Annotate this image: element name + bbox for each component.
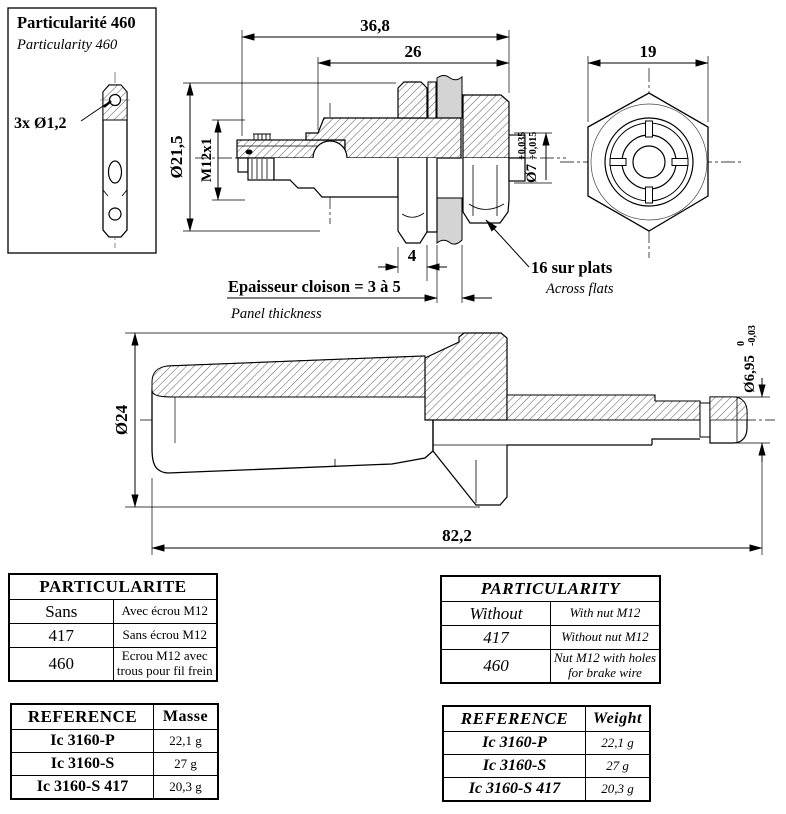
dim-82-2-label: 82,2 (442, 526, 472, 545)
part-desc: Avec écrou M12 (112, 599, 218, 624)
panel-upper (436, 75, 463, 119)
ref-cell: Ic 3160-S 417 (10, 775, 154, 800)
table-particularity-en: PARTICULARITY Without With nut M12 417 W… (440, 575, 661, 684)
weight-cell: 27 g (585, 754, 651, 778)
part-desc: Nut M12 with holes for brake wire (550, 649, 661, 684)
dim-m12x1-label: M12x1 (199, 138, 215, 182)
mass-cell: 22,1 g (153, 729, 219, 753)
table-row: Ic 3160-S 27 g (10, 752, 219, 776)
dim-4 (378, 245, 447, 281)
dim-panel-thickness (227, 245, 492, 303)
bottom-side-view: Ø24 Ø6,95 0 -0,03 82,2 (112, 325, 775, 555)
dim-d7-tol-upper: +0,035 (517, 132, 528, 160)
table-header-row: REFERENCE Masse (10, 703, 219, 730)
top-section-view: 36,8 26 Ø21,5 M12x1 4 (167, 16, 614, 322)
ref-cell: Ic 3160-P (442, 731, 586, 755)
dim-d7-tol-lower: +0,015 (528, 132, 539, 160)
part-desc: Ecrou M12 avec trous pour fil frein (112, 647, 218, 682)
ref-col-header: REFERENCE (442, 705, 586, 732)
ref-cell: Ic 3160-S (442, 754, 586, 778)
panel-note-fr: Epaisseur cloison = 3 à 5 (228, 277, 401, 296)
table-particularite-fr: PARTICULARITE Sans Avec écrou M12 417 Sa… (8, 573, 218, 682)
dim-d695-tol-lower: -0,03 (747, 325, 758, 346)
ref-cell: Ic 3160-S 417 (442, 777, 586, 802)
dim-26-label: 26 (405, 42, 422, 61)
dim-d695: Ø6,95 0 -0,03 (735, 325, 770, 462)
dim-d7: Ø7 +0,035 +0,015 (514, 132, 552, 184)
across-flats-leader (485, 219, 530, 268)
mass-cell: 27 g (153, 752, 219, 776)
inset-title-en: Particularity 460 (16, 37, 118, 53)
part-code: Without (440, 601, 551, 626)
part-desc: Without nut M12 (550, 625, 661, 650)
table-row: Without With nut M12 (440, 601, 661, 626)
mass-col-header: Masse (153, 703, 219, 730)
table-row: Ic 3160-P 22,1 g (442, 731, 651, 755)
table-row: 460 Nut M12 with holes for brake wire (440, 649, 661, 684)
table-row: Ic 3160-S 27 g (442, 754, 651, 778)
part-desc: Sans écrou M12 (112, 623, 218, 648)
inset-particularity-460: Particularité 460 Particularity 460 3x Ø… (7, 7, 157, 254)
ref-cell: Ic 3160-P (10, 729, 154, 753)
hex-nut-below (462, 158, 510, 224)
across-flats-en: Across flats (545, 281, 614, 297)
part-desc: With nut M12 (550, 601, 661, 626)
table-particularity-en-title: PARTICULARITY (440, 575, 661, 602)
dim-26 (317, 57, 510, 130)
nut-m12-section (397, 81, 428, 119)
table-row: Ic 3160-S 417 20,3 g (442, 777, 651, 802)
weight-cell: 20,3 g (585, 777, 651, 802)
table-row: 417 Sans écrou M12 (8, 623, 218, 648)
ref-cell: Ic 3160-S (10, 752, 154, 776)
part-code: Sans (8, 599, 114, 624)
table-row: 417 Without nut M12 (440, 625, 661, 650)
part-code: 460 (8, 647, 114, 682)
dim-4-label: 4 (408, 246, 417, 265)
hex-end-view: 19 (560, 42, 744, 258)
table-row: 460 Ecrou M12 avec trous pour fil frein (8, 647, 218, 682)
across-flats-fr: 16 sur plats (531, 258, 613, 277)
table-row: Ic 3160-S 417 20,3 g (10, 775, 219, 800)
dim-19 (587, 56, 709, 122)
table-particularite-fr-title: PARTICULARITE (8, 573, 218, 600)
inset-title-fr: Particularité 460 (17, 13, 136, 32)
dim-d21-5-label: Ø21,5 (167, 136, 186, 179)
part-code: 417 (440, 625, 551, 650)
dim-m12x1 (212, 119, 245, 201)
nut-m12-below (397, 158, 428, 244)
dim-d21-5 (183, 82, 396, 232)
part-code: 417 (8, 623, 114, 648)
dim-d695-label: Ø6,95 (742, 355, 758, 393)
mass-cell: 20,3 g (153, 775, 219, 800)
panel-note-en: Panel thickness (230, 306, 322, 322)
table-row: Ic 3160-P 22,1 g (10, 729, 219, 753)
inset-holes-label: 3x Ø1,2 (14, 115, 66, 132)
dim-d695-tol-upper: 0 (736, 341, 747, 346)
weight-col-header: Weight (585, 705, 651, 732)
dim-d24-label: Ø24 (112, 404, 131, 435)
table-reference-en: REFERENCE Weight Ic 3160-P 22,1 g Ic 316… (442, 705, 651, 802)
technical-drawing: Particularité 460 Particularity 460 3x Ø… (7, 7, 775, 555)
dim-36-8-label: 36,8 (360, 16, 390, 35)
table-reference-fr: REFERENCE Masse Ic 3160-P 22,1 g Ic 3160… (10, 703, 219, 800)
dim-d24 (125, 332, 480, 508)
dim-19-label: 19 (640, 42, 657, 61)
table-row: Sans Avec écrou M12 (8, 599, 218, 624)
weight-cell: 22,1 g (585, 731, 651, 755)
dim-d7-label: Ø7 (524, 163, 540, 183)
ref-col-header: REFERENCE (10, 703, 154, 730)
panel-lower (436, 197, 463, 245)
part-code: 460 (440, 649, 551, 684)
table-header-row: REFERENCE Weight (442, 705, 651, 732)
inset-nut-drawing (80, 72, 130, 248)
dim-82-2 (151, 462, 763, 555)
